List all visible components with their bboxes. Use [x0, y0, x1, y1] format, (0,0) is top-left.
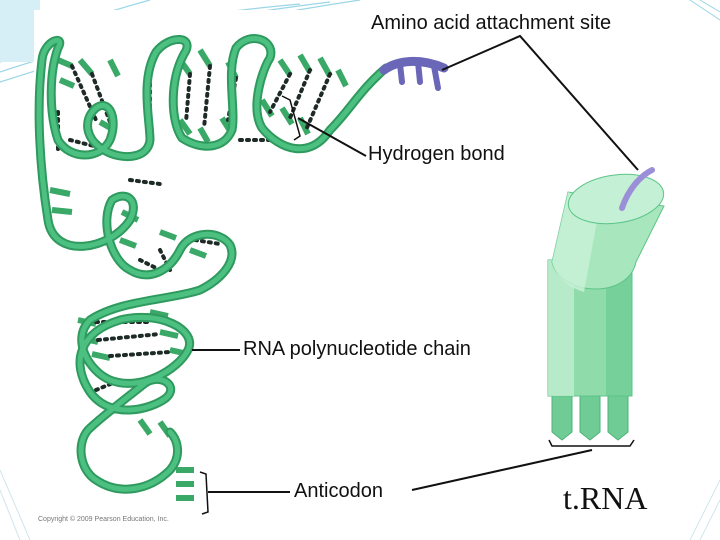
leader-hydrogen-bond: [297, 117, 367, 157]
slide-corner-decoration-bottom-right: [689, 479, 720, 540]
anticodon-bracket: [199, 471, 209, 515]
label-leader-lines: [192, 34, 639, 493]
amino-acid-attachment-group: [379, 56, 449, 91]
slide-corner-fill-top-left: [0, 0, 40, 62]
label-amino-acid-attachment-site: Amino acid attachment site: [371, 12, 612, 34]
copyright-notice: Copyright © 2009 Pearson Education, Inc.: [38, 516, 169, 523]
model-anticodon-bracket: [548, 439, 635, 447]
label-trna: t.RNA: [563, 480, 648, 516]
label-hydrogen-bond: Hydrogen bond: [368, 143, 505, 165]
trna-3d-model: [547, 167, 665, 447]
leader-anticodon-to-model: [411, 449, 593, 491]
model-anticodon-tooth: [551, 394, 573, 441]
leader-amino-acid: [441, 34, 639, 171]
slide-corner-decoration-top-right: [689, 0, 720, 21]
trna-cloverleaf-structure: [34, 34, 449, 515]
slide-corner-decoration-bottom-left: [0, 469, 31, 540]
rna-backbone: [34, 34, 391, 494]
model-top-cap: [567, 173, 665, 225]
model-anticodon-tooth: [607, 394, 629, 441]
model-amino-acid-stub: [619, 167, 655, 211]
label-rna-polynucleotide-chain: RNA polynucleotide chain: [243, 338, 471, 360]
hydrogen-bond-bracket: [281, 95, 301, 141]
label-anticodon: Anticodon: [294, 480, 383, 502]
model-anticodon-tooth: [579, 394, 601, 441]
